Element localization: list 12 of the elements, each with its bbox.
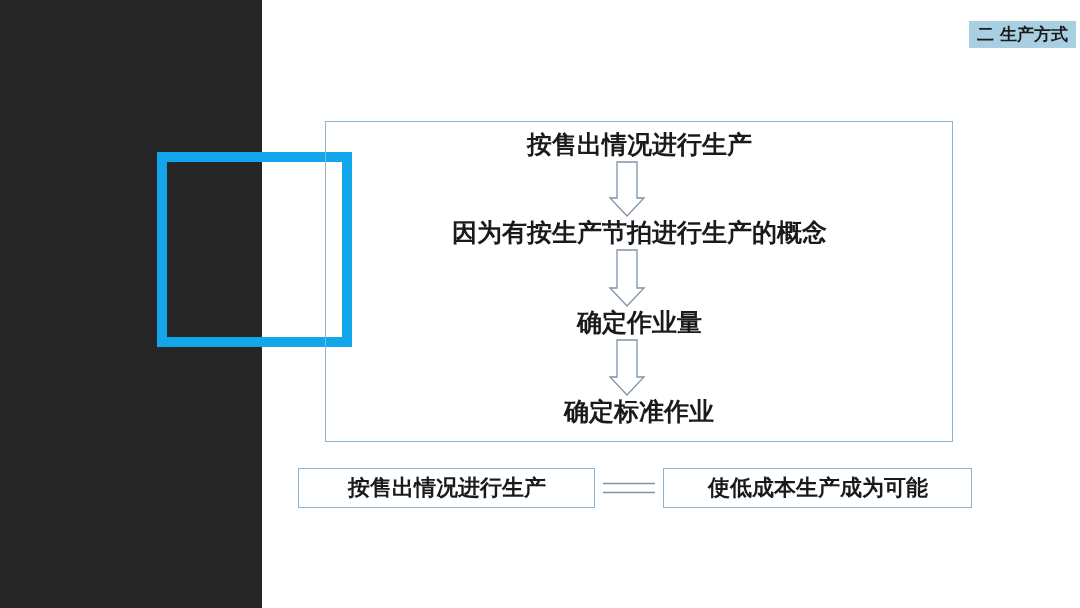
hollow-arrow [608, 249, 646, 307]
step-text: 按售出情况进行生产 [526, 130, 752, 160]
hollow-arrow [608, 161, 646, 217]
result-box: 按售出情况进行生产 [298, 468, 595, 508]
double-line [602, 482, 656, 494]
hollow-arrow [608, 339, 646, 396]
section-tag: 二 生产方式 [969, 21, 1076, 48]
result-box: 使低成本生产成为可能 [663, 468, 972, 508]
step-text: 确定作业量 [576, 308, 702, 338]
frame-box [325, 121, 953, 442]
step-text: 因为有按生产节拍进行生产的概念 [451, 218, 827, 248]
step-text: 确定标准作业 [564, 397, 714, 427]
